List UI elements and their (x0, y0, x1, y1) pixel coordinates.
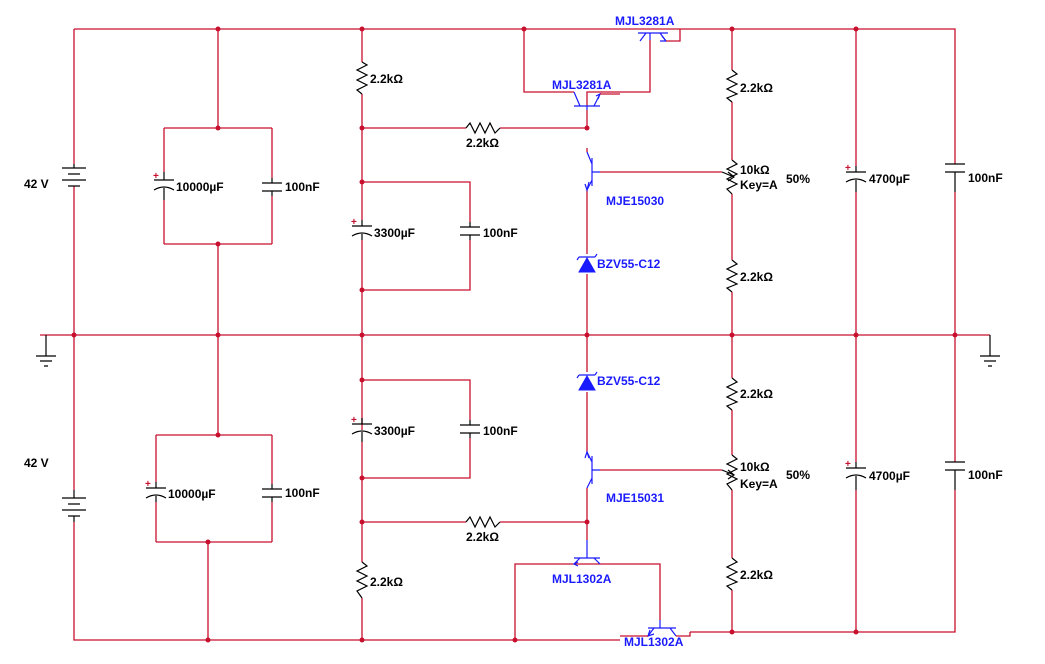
c-mid-top-film-label: 100nF (483, 226, 518, 240)
capacitor-out-bottom (845, 462, 867, 490)
z-top-label: BZV55-C12 (597, 257, 661, 271)
resistor-right-2 (725, 259, 739, 293)
resistor-right-3 (725, 377, 739, 411)
capacitor-bulk-top (153, 172, 175, 200)
resistor-top-bias (355, 61, 369, 95)
transistor-top-outer (638, 29, 681, 42)
r-right-3-label: 2.2kΩ (740, 387, 773, 401)
pot-top-label: 10kΩ (740, 163, 770, 177)
polarity-mark: + (351, 415, 357, 426)
c-mid-top-label: 3300µF (374, 226, 415, 240)
wires (40, 28, 990, 641)
q-bottom-outer-label: MJL1302A (624, 635, 684, 649)
potentiometer-top (721, 159, 739, 195)
capacitor-bulk-bottom (145, 482, 167, 502)
film-cap-mid-top (460, 222, 480, 240)
polarity-mark: + (845, 459, 851, 470)
film-cap-out-bottom (945, 461, 965, 490)
zener-diode-bottom (576, 371, 598, 391)
r-bottom-base-label: 2.2kΩ (466, 530, 499, 544)
r-right-1-label: 2.2kΩ (740, 81, 773, 95)
capacitor-mid-top (351, 220, 373, 240)
transistor-bottom-outer (620, 620, 691, 637)
film-cap-bulk-bottom (262, 484, 282, 502)
c-mid-bottom-film-label: 100nF (483, 424, 518, 438)
ground-symbol-left (36, 335, 56, 367)
c-bulk-bottom-label: 10000µF (168, 487, 216, 501)
q-bottom-driver-label: MJE15031 (606, 491, 664, 505)
polarity-mark: + (845, 163, 851, 174)
resistor-right-4 (725, 557, 739, 591)
resistor-bottom-bias (355, 561, 369, 599)
junction-dots (71, 26, 958, 643)
transistor-bottom-inner (572, 540, 601, 567)
c-bulk-bottom-film-label: 100nF (285, 486, 320, 500)
resistor-right-1 (725, 69, 739, 103)
r-bottom-bias-label: 2.2kΩ (370, 575, 403, 589)
film-cap-bulk-top (262, 178, 282, 196)
supply-top-label: 42 V (24, 177, 49, 191)
polarity-mark: + (153, 171, 159, 182)
battery-bottom (62, 490, 86, 522)
transistor-top-driver (584, 151, 600, 193)
r-top-base-label: 2.2kΩ (466, 136, 499, 150)
c-out-top-film-label: 100nF (968, 171, 1003, 185)
film-cap-out-top (945, 163, 965, 192)
pot-top-percent: 50% (786, 172, 810, 186)
r-top-bias-label: 2.2kΩ (370, 72, 403, 86)
resistor-bottom-base (465, 515, 501, 529)
c-bulk-top-film-label: 100nF (285, 180, 320, 194)
q-top-driver-label: MJE15030 (606, 194, 664, 208)
c-out-top-label: 4700µF (869, 172, 910, 186)
c-bulk-top-label: 10000µF (176, 180, 224, 194)
pot-bottom-percent: 50% (786, 468, 810, 482)
q-top-outer-label: MJL3281A (615, 14, 675, 28)
c-out-bottom-label: 4700µF (869, 469, 910, 483)
r-right-4-label: 2.2kΩ (740, 568, 773, 582)
battery-top (62, 164, 86, 187)
r-right-2-label: 2.2kΩ (740, 270, 773, 284)
zener-diode-top (576, 253, 598, 273)
transistor-bottom-driver (584, 450, 600, 489)
c-mid-bottom-label: 3300µF (374, 424, 415, 438)
potentiometer-bottom (721, 454, 739, 491)
transistor-top-inner (573, 91, 620, 110)
c-out-bottom-film-label: 100nF (968, 468, 1003, 482)
q-top-inner-label: MJL3281A (552, 78, 612, 92)
ground-symbol-right (980, 335, 1000, 367)
supply-bottom-label: 42 V (24, 456, 49, 470)
polarity-mark: + (351, 217, 357, 228)
pot-bottom-label: 10kΩ (740, 460, 770, 474)
resistor-top-base (465, 121, 501, 135)
polarity-mark: + (145, 479, 151, 490)
film-cap-mid-bottom (460, 420, 480, 438)
z-bottom-label: BZV55-C12 (597, 374, 661, 388)
capacitor-out-top (845, 166, 867, 192)
q-bottom-inner-label: MJL1302A (552, 572, 612, 586)
pot-top-key: Key=A (740, 178, 778, 192)
capacitor-mid-bottom (351, 418, 373, 442)
pot-bottom-key: Key=A (740, 477, 778, 491)
